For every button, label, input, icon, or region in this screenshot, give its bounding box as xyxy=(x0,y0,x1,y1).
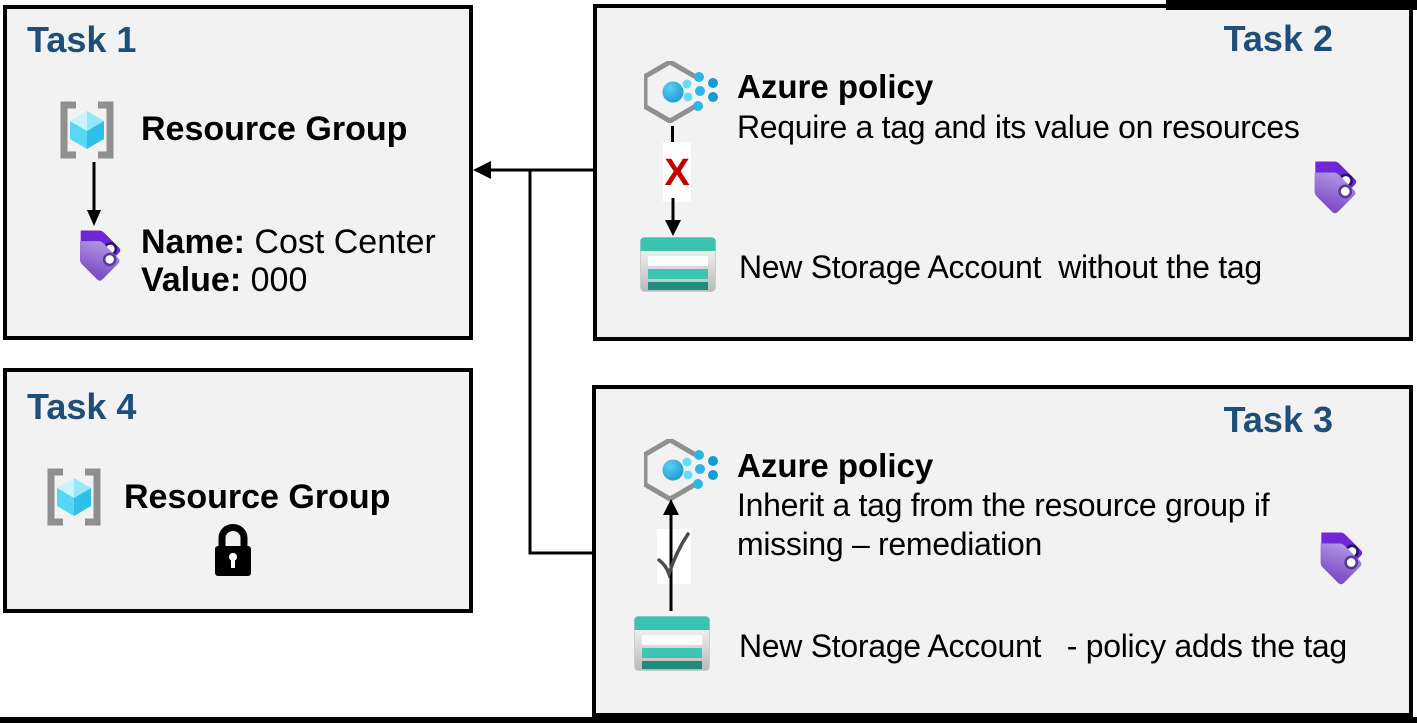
task2-title: Task 2 xyxy=(1223,18,1333,59)
task3-policy-description-line2: missing – remediation xyxy=(737,526,1042,562)
policy-connector-dash xyxy=(671,126,674,144)
azure-policy-icon xyxy=(644,61,720,123)
task2-storage-caption: New Storage Account without the tag xyxy=(739,249,1262,285)
tag-value-line: Value: 000 xyxy=(141,261,436,299)
task2-box: Task 2 Azure policy Require a tag and it… xyxy=(593,4,1413,341)
tag-name-value: Cost Center xyxy=(254,223,436,261)
task1-title: Task 1 xyxy=(27,19,137,60)
storage-account-icon xyxy=(640,237,716,292)
connector-arrowhead xyxy=(473,161,491,179)
task2-policy-description: Require a tag and its value on resources xyxy=(737,109,1300,145)
task3-box: Task 3 Azure policy Inherit a tag from t… xyxy=(592,385,1413,717)
task3-title: Task 3 xyxy=(1223,399,1333,440)
task3-policy-description-line1: Inherit a tag from the resource group if xyxy=(737,487,1270,523)
task1-resource-group-label: Resource Group xyxy=(141,110,408,148)
bottom-edge-bar xyxy=(0,717,1417,723)
tag-icon xyxy=(1294,160,1360,226)
task3-policy-name: Azure policy xyxy=(737,447,934,484)
task2-policy-name: Azure policy xyxy=(737,68,934,105)
checkmark-icon xyxy=(656,532,690,578)
task1-box: Task 1 Resource Group xyxy=(3,5,473,340)
task4-title: Task 4 xyxy=(27,386,137,427)
lock-icon xyxy=(214,524,252,578)
resource-group-icon xyxy=(41,466,107,528)
tag-name-line: Name: Cost Center xyxy=(141,223,436,261)
tag-value-label: Value: xyxy=(141,261,242,299)
tag-value-value: 000 xyxy=(250,261,308,299)
task3-storage-caption: New Storage Account - policy adds the ta… xyxy=(739,628,1347,664)
down-arrow-icon xyxy=(84,162,104,228)
tag-icon xyxy=(1300,531,1366,597)
reject-patch xyxy=(663,142,691,202)
reject-x-mark: X xyxy=(664,152,690,194)
storage-account-icon xyxy=(634,616,710,671)
tag-name-label: Name: xyxy=(141,223,245,261)
tag-name-value-block: Name: Cost Center Value: 000 xyxy=(141,223,436,299)
top-right-edge-bar xyxy=(1166,0,1417,10)
azure-policy-icon xyxy=(644,439,720,501)
up-arrow-icon xyxy=(659,497,683,613)
task4-box: Task 4 Resource Group xyxy=(3,368,473,613)
tag-icon xyxy=(60,227,124,295)
task4-resource-group-label: Resource Group xyxy=(124,478,391,516)
resource-group-icon xyxy=(54,99,120,161)
down-arrow-icon xyxy=(661,198,685,238)
